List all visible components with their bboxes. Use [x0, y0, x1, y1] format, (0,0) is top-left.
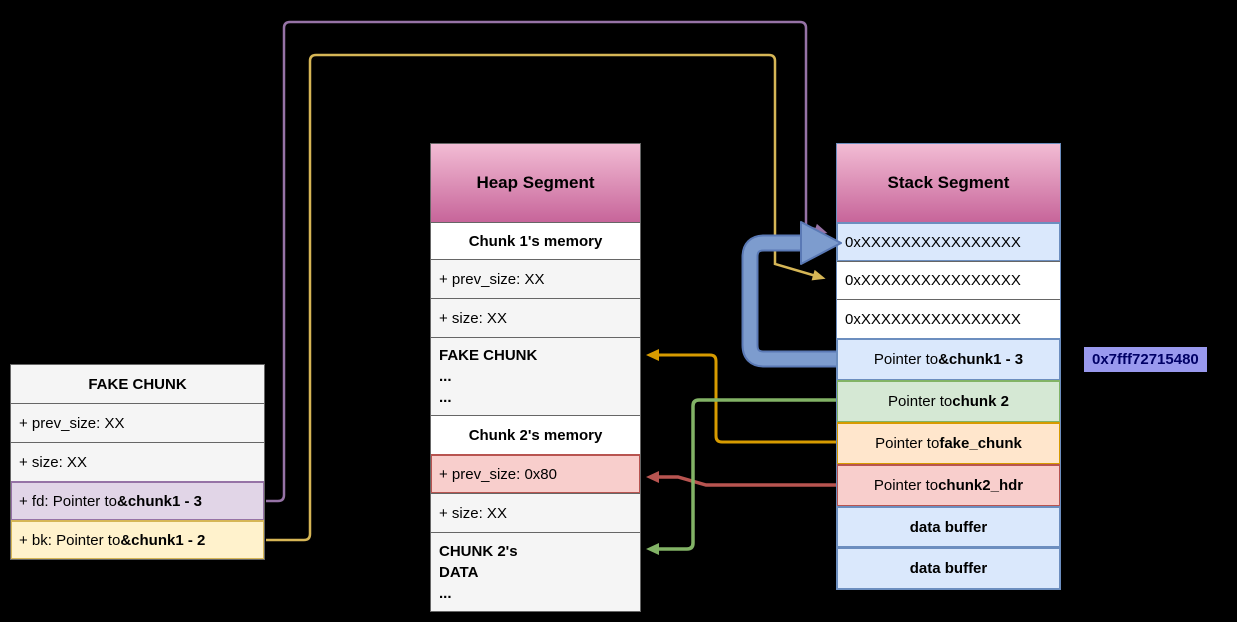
stack-ptr-chunk2-row: Pointer to chunk 2	[837, 380, 1060, 422]
heap-segment-title: Heap Segment	[431, 144, 640, 222]
heap-chunk1-header-row: Chunk 1's memory	[431, 222, 640, 259]
ptr-hdr-label: Pointer to	[873, 477, 939, 494]
arrow-stack-self-loop	[741, 221, 842, 368]
fake-chunk-bk-row: + bk: Pointer to &chunk1 - 2	[11, 520, 264, 559]
ptr-chunk1-target: &chunk1 - 3	[938, 351, 1024, 368]
heap-fake-chunk-line: ...	[439, 368, 452, 385]
ptr-fake-target: fake_chunk	[939, 435, 1022, 452]
ptr-hdr-target: chunk2_hdr	[938, 477, 1024, 494]
ptr-fake-label: Pointer to	[875, 435, 940, 452]
fake-chunk-fd-row: + fd: Pointer to &chunk1 - 3	[11, 481, 264, 520]
stack-word1-row: 0xXXXXXXXXXXXXXXXX	[837, 261, 1060, 299]
heap-chunk2-size-row: + size: XX	[431, 493, 640, 532]
fd-target: &chunk1 - 3	[116, 492, 203, 510]
stack-segment-box: Stack Segment 0xXXXXXXXXXXXXXXXX 0xXXXXX…	[836, 143, 1061, 590]
arrow-ptr-fake-chunk-to-heap	[646, 349, 836, 444]
stack-segment-title: Stack Segment	[837, 144, 1060, 222]
arrow-ptr-chunk2-to-heap	[646, 398, 836, 555]
stack-self-loop-arrowhead-icon	[800, 221, 842, 265]
heap-chunk2-data-line: ...	[439, 584, 452, 602]
heap-chunk2-prev-size-row: + prev_size: 0x80	[431, 454, 640, 493]
heap-chunk1-prev-size-row: + prev_size: XX	[431, 259, 640, 298]
bk-target: &chunk1 - 2	[120, 531, 206, 549]
heap-chunk2-data-row: CHUNK 2's DATA ...	[431, 532, 640, 611]
stack-data-buffer2-row: data buffer	[837, 547, 1060, 589]
heap-chunk2-data-line: CHUNK 2's	[439, 542, 518, 560]
ptr-chunk1-label: Pointer to	[873, 351, 939, 368]
heap-segment-box: Heap Segment Chunk 1's memory + prev_siz…	[430, 143, 641, 612]
fake-chunk-title: FAKE CHUNK	[11, 365, 264, 403]
stack-ptr-chunk1-row: Pointer to &chunk1 - 3	[837, 338, 1060, 380]
stack-ptr-fake-chunk-row: Pointer to fake_chunk	[837, 422, 1060, 464]
heap-fake-chunk-line: ...	[439, 389, 452, 406]
fake-chunk-box: FAKE CHUNK + prev_size: XX + size: XX + …	[10, 364, 265, 560]
fake-chunk-prev-size-row: + prev_size: XX	[11, 403, 264, 442]
heap-fake-chunk-row: FAKE CHUNK ... ...	[431, 337, 640, 415]
fd-label: + fd: Pointer to	[19, 492, 117, 510]
stack-address-label: 0x7fff72715480	[1084, 347, 1207, 372]
heap-chunk1-size-row: + size: XX	[431, 298, 640, 337]
stack-self-loop-body	[743, 236, 836, 366]
fake-chunk-size-row: + size: XX	[11, 442, 264, 481]
stack-word0-row: 0xXXXXXXXXXXXXXXXX	[837, 222, 1060, 261]
heap-chunk2-data-line: DATA	[439, 563, 479, 581]
stack-ptr-chunk2-hdr-row: Pointer to chunk2_hdr	[837, 464, 1060, 506]
stack-self-loop-border	[741, 234, 836, 368]
ptr-chunk2-target: chunk 2	[952, 393, 1009, 410]
ptr-chunk2-label: Pointer to	[888, 393, 953, 410]
stack-data-buffer1-row: data buffer	[837, 506, 1060, 547]
heap-chunk2-header-row: Chunk 2's memory	[431, 415, 640, 454]
bk-label: + bk: Pointer to	[19, 531, 121, 549]
heap-fake-chunk-line: FAKE CHUNK	[439, 347, 538, 364]
arrow-ptr-chunk2-hdr-to-heap	[646, 471, 836, 487]
stack-word2-row: 0xXXXXXXXXXXXXXXXX	[837, 299, 1060, 338]
